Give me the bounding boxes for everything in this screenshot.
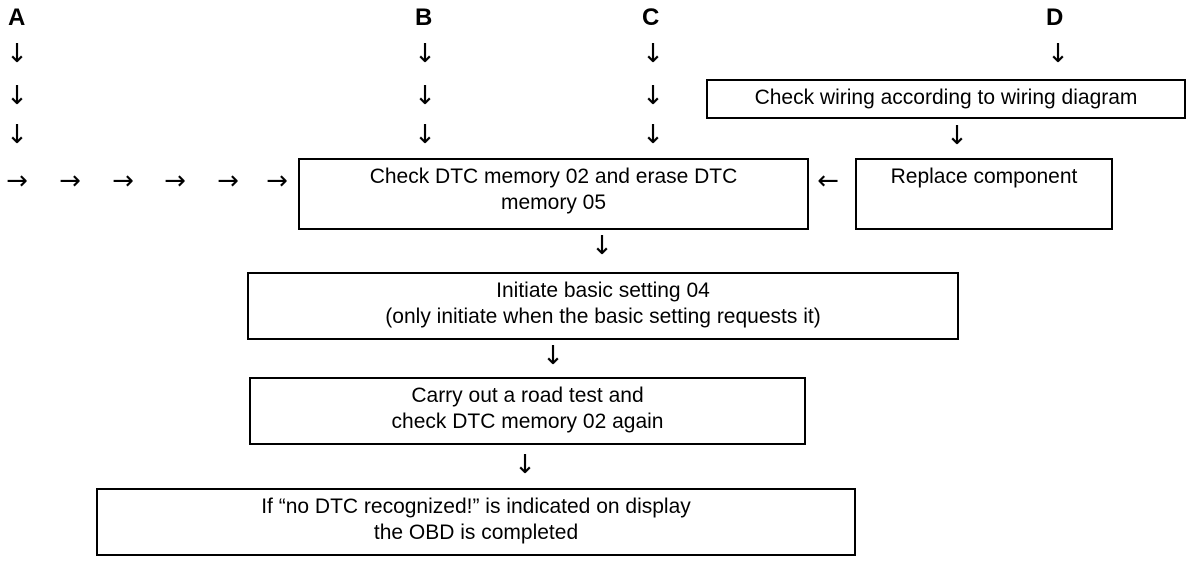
obd-completed-box: If “no DTC recognized!” is indicated on …: [96, 488, 856, 556]
column-label-c: C: [642, 4, 660, 31]
right-arrow-icon: →: [217, 166, 239, 196]
right-arrow-icon: →: [266, 166, 288, 196]
box-text: Initiate basic setting 04: [496, 279, 710, 302]
box-text: Replace component: [890, 165, 1078, 188]
box-text: (only initiate when the basic setting re…: [385, 305, 821, 328]
down-arrow-icon: ↓: [642, 120, 664, 150]
check-dtc-memory-box: Check DTC memory 02 and erase DTC memory…: [298, 158, 809, 230]
down-arrow-icon: ↓: [6, 81, 28, 111]
down-arrow-icon: ↓: [1047, 39, 1069, 69]
down-arrow-icon: ↓: [414, 81, 436, 111]
down-arrow-icon: ↓: [6, 120, 28, 150]
down-arrow-icon: ↓: [6, 39, 28, 69]
basic-setting-box: Initiate basic setting 04 (only initiate…: [247, 272, 959, 340]
right-arrow-icon: →: [164, 166, 186, 196]
right-arrow-icon: →: [59, 166, 81, 196]
replace-component-box: Replace component: [855, 158, 1113, 230]
road-test-box: Carry out a road test and check DTC memo…: [249, 377, 806, 445]
column-label-a: A: [8, 4, 26, 31]
box-text: memory 05: [500, 191, 607, 214]
box-text: If “no DTC recognized!” is indicated on …: [261, 495, 691, 518]
down-arrow-icon: ↓: [642, 39, 664, 69]
down-arrow-icon: ↓: [591, 231, 613, 261]
left-arrow-icon: ←: [817, 166, 839, 196]
box-text: Check DTC memory 02 and erase DTC: [369, 165, 738, 188]
down-arrow-icon: ↓: [514, 450, 536, 480]
column-label-d: D: [1046, 4, 1064, 31]
box-text: the OBD is completed: [373, 521, 579, 544]
down-arrow-icon: ↓: [542, 341, 564, 371]
down-arrow-icon: ↓: [946, 121, 968, 151]
right-arrow-icon: →: [112, 166, 134, 196]
box-text: check DTC memory 02 again: [391, 410, 664, 433]
column-label-b: B: [415, 4, 433, 31]
box-text: Check wiring according to wiring diagram: [754, 86, 1138, 109]
down-arrow-icon: ↓: [414, 39, 436, 69]
box-text: Carry out a road test and: [411, 384, 644, 407]
right-arrow-icon: →: [6, 166, 28, 196]
check-wiring-box: Check wiring according to wiring diagram: [706, 79, 1186, 119]
down-arrow-icon: ↓: [642, 81, 664, 111]
down-arrow-icon: ↓: [414, 120, 436, 150]
